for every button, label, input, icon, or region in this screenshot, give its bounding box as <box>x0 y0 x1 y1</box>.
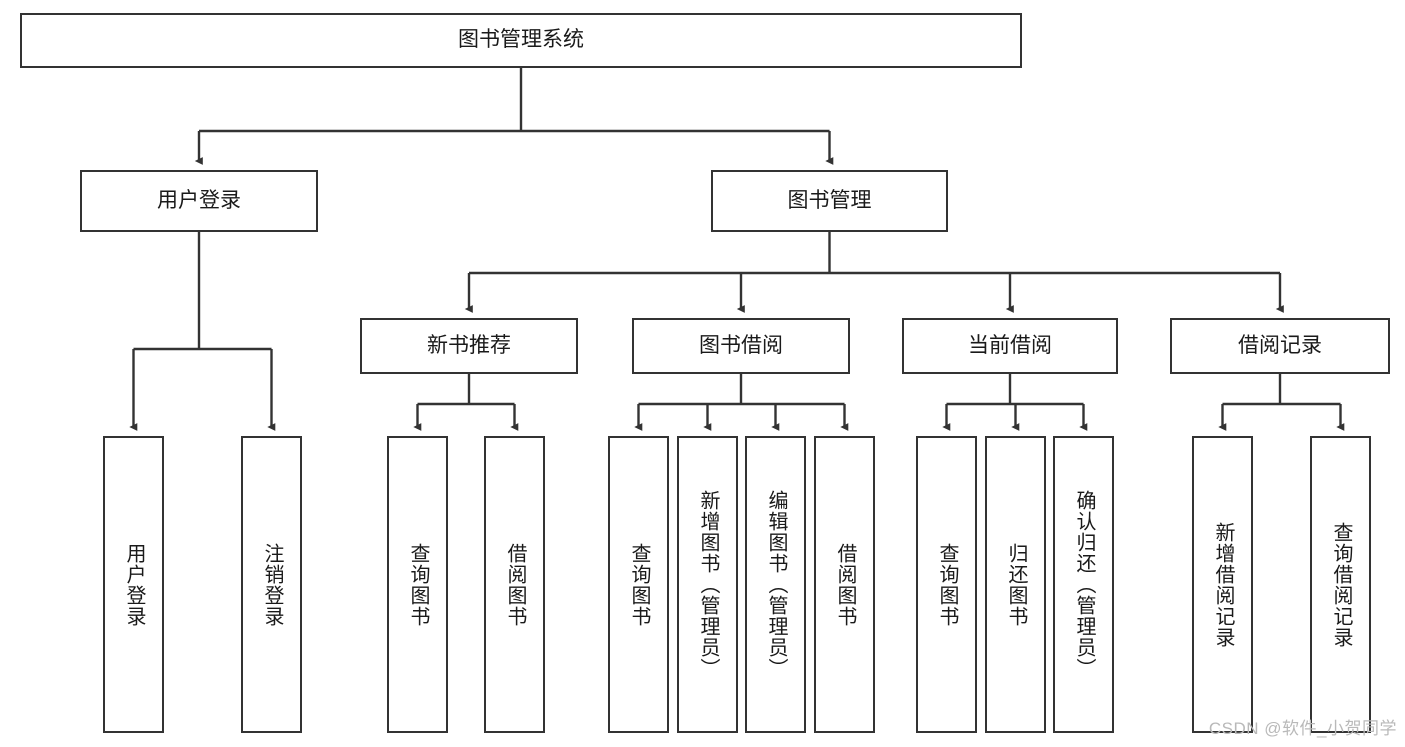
leaf-add-book-admin[interactable]: 新增图书（管理员） <box>677 436 738 733</box>
leaf-query-borrow-record[interactable]: 查询借阅记录 <box>1310 436 1371 733</box>
leaf-user-login[interactable]: 用户登录 <box>103 436 164 733</box>
leaf-return-book[interactable]: 归还图书 <box>985 436 1046 733</box>
leaf-add-borrow-record[interactable]: 新增借阅记录 <box>1192 436 1253 733</box>
node-current-borrow[interactable]: 当前借阅 <box>902 318 1118 374</box>
leaf-query-book-borrow[interactable]: 查询图书 <box>608 436 669 733</box>
leaf-confirm-return-admin[interactable]: 确认归还（管理员） <box>1053 436 1114 733</box>
leaf-borrow-book-recommend[interactable]: 借阅图书 <box>484 436 545 733</box>
node-book-management[interactable]: 图书管理 <box>711 170 948 232</box>
leaf-borrow-book[interactable]: 借阅图书 <box>814 436 875 733</box>
node-user-login[interactable]: 用户登录 <box>80 170 318 232</box>
leaf-edit-book-admin[interactable]: 编辑图书（管理员） <box>745 436 806 733</box>
connector-lines <box>129 68 1345 431</box>
node-book-borrow[interactable]: 图书借阅 <box>632 318 850 374</box>
leaf-query-book-current[interactable]: 查询图书 <box>916 436 977 733</box>
node-root[interactable]: 图书管理系统 <box>20 13 1022 68</box>
node-borrow-record[interactable]: 借阅记录 <box>1170 318 1390 374</box>
node-new-book-recommend[interactable]: 新书推荐 <box>360 318 578 374</box>
leaf-query-book-recommend[interactable]: 查询图书 <box>387 436 448 733</box>
leaf-logout[interactable]: 注销登录 <box>241 436 302 733</box>
